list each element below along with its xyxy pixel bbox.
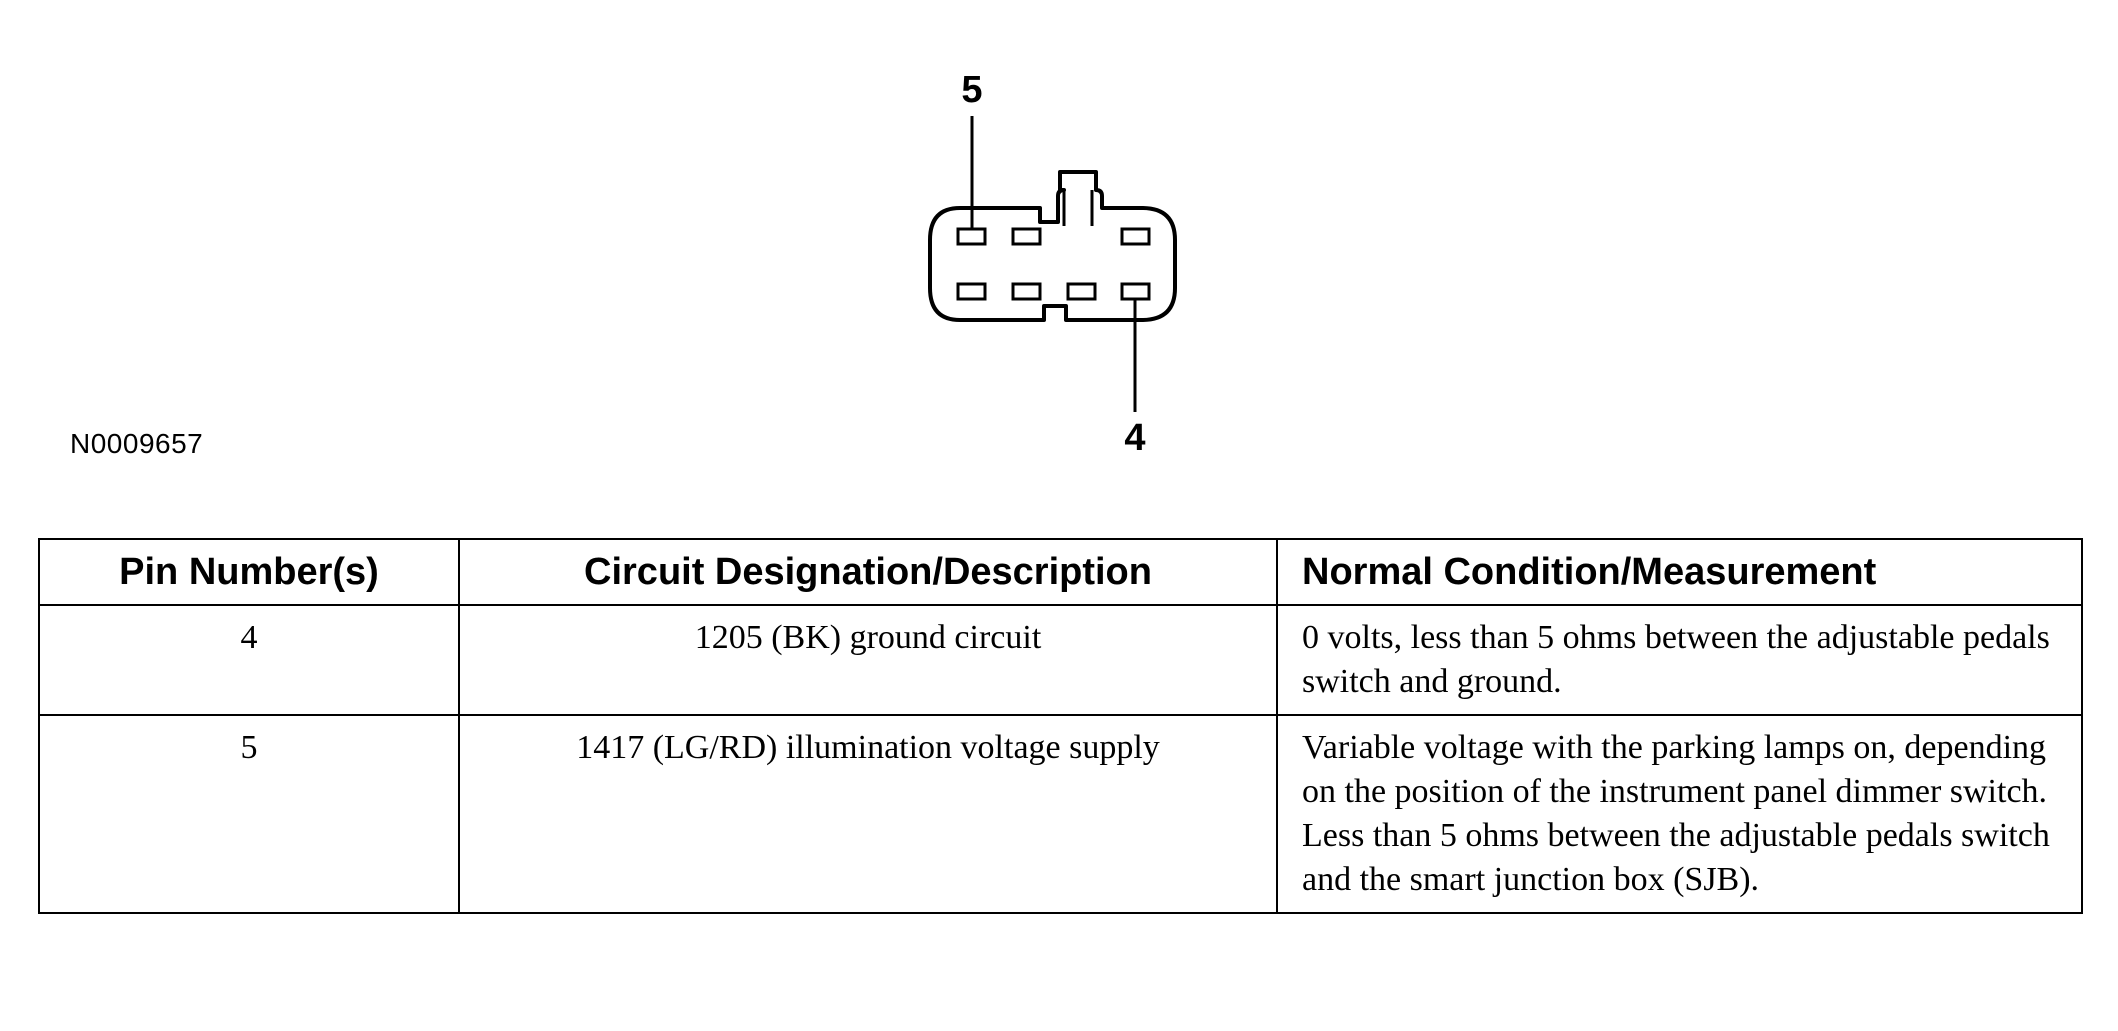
header-circuit-description: Circuit Designation/Description — [458, 538, 1278, 606]
figure-id: N0009657 — [70, 428, 204, 459]
cell-circuit-description: 1417 (LG/RD) illumination voltage supply — [458, 714, 1278, 914]
pin-cavity-bottom-3 — [1066, 282, 1097, 301]
header-normal-condition: Normal Condition/Measurement — [1276, 538, 2083, 606]
pin-cavity-bottom-4 — [1120, 282, 1151, 301]
connector-face-drawing: 5 4 — [928, 69, 1177, 459]
pin-circuit-table: Pin Number(s) Circuit Designation/Descri… — [38, 538, 2083, 914]
connector-body-outline — [928, 170, 1177, 322]
cell-normal-condition: 0 volts, less than 5 ohms between the ad… — [1276, 604, 2083, 716]
pin-cavity-top-2 — [1011, 227, 1042, 246]
table-row: 5 1417 (LG/RD) illumination voltage supp… — [38, 714, 2083, 914]
cell-pin-number: 5 — [38, 714, 460, 914]
pin-cavity-bottom-2 — [1011, 282, 1042, 301]
pin-cavity-top-1 — [956, 227, 987, 246]
table-header-row: Pin Number(s) Circuit Designation/Descri… — [38, 538, 2083, 606]
callout-label-top: 5 — [961, 69, 982, 111]
cell-pin-number: 4 — [38, 604, 460, 716]
pin-cavity-bottom-1 — [956, 282, 987, 301]
table-row: 4 1205 (BK) ground circuit 0 volts, less… — [38, 604, 2083, 716]
connector-diagram: 5 4 — [0, 0, 2118, 500]
pin-cavity-top-3 — [1120, 227, 1151, 246]
latch-detail — [1062, 190, 1094, 226]
header-pin-numbers: Pin Number(s) — [38, 538, 460, 606]
callout-label-bottom: 4 — [1124, 417, 1145, 459]
cell-normal-condition: Variable voltage with the parking lamps … — [1276, 714, 2083, 914]
cell-circuit-description: 1205 (BK) ground circuit — [458, 604, 1278, 716]
